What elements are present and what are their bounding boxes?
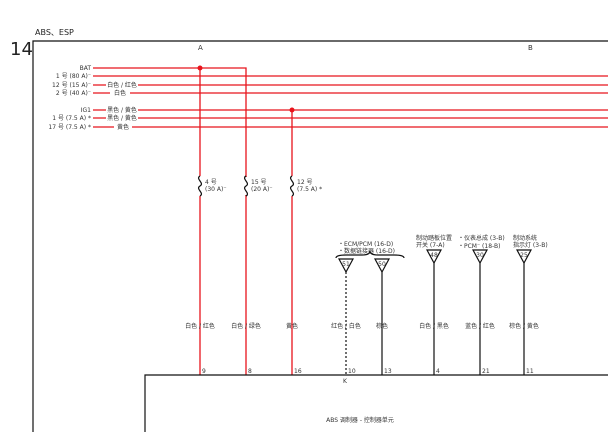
svg-text:・PCM⁻ (18-B): ・PCM⁻ (18-B) [458, 243, 500, 250]
svg-text:21: 21 [482, 368, 490, 375]
svg-text:黄色: 黄色 [117, 123, 129, 131]
svg-text:1 号 (7.5 A) *: 1 号 (7.5 A) * [52, 115, 91, 122]
svg-text:(20 A)⁻: (20 A)⁻ [251, 186, 273, 193]
power-lines [93, 67, 608, 375]
svg-text:红色 / 白色: 红色 / 白色 [331, 322, 361, 330]
svg-text:1 号 (80 A)⁻: 1 号 (80 A)⁻ [56, 73, 91, 80]
svg-text:50: 50 [378, 261, 386, 268]
svg-text:黑色 / 黄色: 黑色 / 黄色 [107, 106, 137, 114]
svg-text:・数据链接器 (16-D): ・数据链接器 (16-D) [338, 247, 395, 255]
svg-text:9: 9 [202, 368, 206, 375]
svg-text:BAT: BAT [80, 65, 92, 72]
svg-text:IG1: IG1 [81, 107, 91, 114]
abs-unit-box [144, 374, 608, 432]
svg-text:指示灯 (3-B): 指示灯 (3-B) [513, 241, 548, 249]
svg-text:13: 13 [384, 368, 392, 375]
column-a: A [198, 44, 203, 52]
svg-text:蓝色 / 红色: 蓝色 / 红色 [465, 322, 495, 330]
svg-text:48: 48 [430, 252, 438, 259]
svg-text:(7.5 A) *: (7.5 A) * [297, 186, 322, 193]
svg-text:12 号: 12 号 [297, 179, 313, 186]
svg-text:白色 / 红色: 白色 / 红色 [185, 322, 215, 330]
power-labels: BAT 1 号 (80 A)⁻ 12 号 (15 A)⁻ 2 号 (40 A)⁻… [48, 65, 91, 131]
svg-text:12 号 (15 A)⁻: 12 号 (15 A)⁻ [52, 82, 91, 89]
diagram-title: ABS、ESP [35, 28, 74, 37]
svg-text:11: 11 [526, 368, 534, 375]
unit-connector: K [343, 378, 348, 385]
svg-text:25: 25 [520, 252, 528, 259]
pin-numbers: 9 8 16 10 13 4 21 11 [202, 368, 534, 375]
svg-text:・仪表总成 (3-B): ・仪表总成 (3-B) [458, 234, 505, 242]
svg-text:10: 10 [348, 368, 356, 375]
frame [32, 40, 608, 432]
connector-numbers: 51 50 48 30 25 [342, 252, 528, 268]
fuse-labels: 4 号(30 A)⁻ 15 号(20 A)⁻ 12 号(7.5 A) * [205, 179, 322, 193]
svg-text:17 号 (7.5 A) *: 17 号 (7.5 A) * [48, 124, 91, 131]
svg-text:2 号 (40 A)⁻: 2 号 (40 A)⁻ [56, 90, 91, 97]
wire-color-labels: 白色 / 红色 白色 / 绿色 黄色 红色 / 白色 棕色 白色 / 黑色 蓝色… [185, 322, 539, 330]
fuse-icon [243, 175, 249, 197]
svg-text:30: 30 [476, 252, 484, 259]
connector-triangles [337, 249, 533, 274]
svg-text:8: 8 [248, 368, 252, 375]
bracket [335, 250, 405, 259]
svg-text:黑色 / 黄色: 黑色 / 黄色 [107, 114, 137, 122]
unit-name: ABS 调制器 - 控制器单元 [326, 416, 394, 424]
svg-text:开关 (7-A): 开关 (7-A) [416, 241, 445, 249]
svg-text:4: 4 [436, 368, 440, 375]
svg-text:制动系统: 制动系统 [513, 234, 537, 242]
column-b: B [528, 44, 533, 52]
signal-wires [381, 263, 525, 375]
svg-text:棕色 / 黄色: 棕色 / 黄色 [509, 322, 539, 330]
svg-text:白色: 白色 [114, 89, 126, 97]
svg-text:白色 / 绿色: 白色 / 绿色 [231, 322, 261, 330]
svg-text:制动踏板位置: 制动踏板位置 [416, 234, 452, 242]
wire-color-labels-top: 白色 / 红色 白色 黑色 / 黄色 黑色 / 黄色 黄色 [107, 81, 137, 131]
svg-text:白色 / 黑色: 白色 / 黑色 [419, 322, 449, 330]
svg-text:16: 16 [294, 368, 302, 375]
svg-text:(30 A)⁻: (30 A)⁻ [205, 186, 227, 193]
svg-text:15 号: 15 号 [251, 179, 267, 186]
svg-text:51: 51 [342, 261, 350, 268]
page-number: 14 [10, 39, 33, 60]
svg-text:黄色: 黄色 [286, 322, 298, 330]
connector-references: ・ECM/PCM (16-D) ・数据链接器 (16-D) 制动踏板位置 开关 … [338, 234, 548, 255]
svg-text:棕色: 棕色 [376, 322, 388, 330]
svg-text:4 号: 4 号 [205, 179, 217, 186]
svg-text:白色 / 红色: 白色 / 红色 [107, 81, 137, 89]
svg-text:・ECM/PCM (16-D): ・ECM/PCM (16-D) [338, 241, 393, 248]
